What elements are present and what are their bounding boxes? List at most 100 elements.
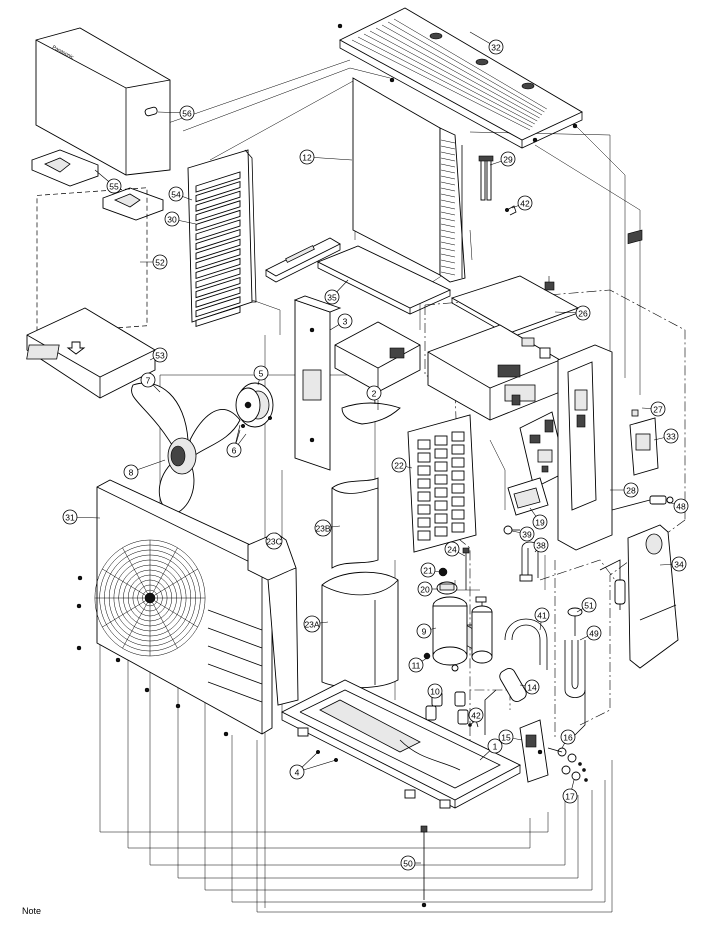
callout-label: 23B <box>315 524 330 534</box>
callout-circle <box>366 385 382 401</box>
callout-5: 5 <box>253 365 269 381</box>
callout-39: 39 <box>519 526 535 542</box>
callout-23A: 23A <box>303 615 321 633</box>
callout-20: 20 <box>417 581 433 597</box>
callout-circle <box>123 464 139 480</box>
callout-1: 1 <box>487 738 503 754</box>
callout-32: 32 <box>488 39 504 55</box>
callout-22: 22 <box>391 457 407 473</box>
callout-label: 53 <box>155 351 165 361</box>
callout-circle <box>289 764 305 780</box>
callout-23C: 23C <box>265 532 283 550</box>
callout-circle <box>420 562 436 578</box>
callout-label: 48 <box>676 502 686 512</box>
callout-2: 2 <box>366 385 382 401</box>
part-22-side-panel <box>407 414 477 553</box>
callout-circle <box>575 305 591 321</box>
bracket-upper <box>265 237 341 283</box>
callout-label: 21 <box>423 566 433 576</box>
callout-circle <box>650 401 666 417</box>
part-bracket-box <box>334 321 421 393</box>
callout-circle <box>168 186 184 202</box>
part-4-screws <box>315 749 339 763</box>
callout-circle <box>324 289 340 305</box>
part-30-side-grille <box>187 149 257 328</box>
callout-label: 54 <box>171 190 181 200</box>
part-19-reactor <box>507 477 549 516</box>
part-23A-insulation <box>321 571 399 689</box>
callout-circle <box>417 581 433 597</box>
part-48-sensor <box>611 495 674 511</box>
callout-circle <box>265 532 283 550</box>
part-32-top-panel <box>337 7 583 149</box>
callout-56: 56 <box>179 105 195 121</box>
callout-circle <box>532 514 548 530</box>
callout-circle <box>517 195 533 211</box>
callout-label: 56 <box>182 109 192 119</box>
callout-49: 49 <box>586 625 602 641</box>
part-31-front-panel <box>76 479 273 737</box>
part-14-accumulator <box>484 668 527 735</box>
callout-29: 29 <box>500 151 516 167</box>
callout-circle <box>179 105 195 121</box>
callout-21: 21 <box>420 562 436 578</box>
part-55-feet <box>31 149 164 221</box>
part-51-fitting <box>567 607 583 636</box>
callout-label: 10 <box>430 687 440 697</box>
callout-circle <box>533 537 549 553</box>
callout-label: 9 <box>422 627 427 637</box>
callout-circle <box>226 442 242 458</box>
callout-label: 42 <box>520 199 530 209</box>
callout-9: 9 <box>416 623 432 639</box>
callout-label: 49 <box>589 629 599 639</box>
callout-circle <box>164 211 180 227</box>
callout-label: 19 <box>535 518 545 528</box>
part-28-side-panel <box>557 344 613 551</box>
callout-50: 50 <box>400 855 416 871</box>
callout-label: 50 <box>403 859 413 869</box>
part-50-rod <box>420 825 428 908</box>
callout-circle <box>337 313 353 329</box>
callout-label: 31 <box>65 513 75 523</box>
callout-3: 3 <box>337 313 353 329</box>
callout-8: 8 <box>123 464 139 480</box>
part-1-base-pan <box>281 679 521 809</box>
callout-label: 35 <box>327 293 337 303</box>
part-29-tube <box>478 155 494 201</box>
callout-19: 19 <box>532 514 548 530</box>
part-53-tray <box>26 307 156 399</box>
callout-54: 54 <box>168 186 184 202</box>
callout-circle <box>140 372 156 388</box>
callout-label: 17 <box>565 792 575 802</box>
callout-label: 30 <box>167 215 177 225</box>
part-33-cover <box>629 417 659 476</box>
callout-27: 27 <box>650 401 666 417</box>
callout-circle <box>468 707 484 723</box>
callout-circle <box>663 428 679 444</box>
part-56-cover: Panasonic <box>35 27 171 176</box>
callout-31: 31 <box>62 509 78 525</box>
callout-label: 24 <box>447 545 457 555</box>
part-2-plate <box>341 400 401 425</box>
callout-28: 28 <box>623 482 639 498</box>
part-7-propeller-fan <box>131 382 241 516</box>
callout-11: 11 <box>408 657 424 673</box>
callout-label: 1 <box>493 742 498 752</box>
callout-circle <box>519 526 535 542</box>
callout-52: 52 <box>152 254 168 270</box>
callout-circle <box>488 39 504 55</box>
callout-17: 17 <box>562 788 578 804</box>
note-label: Note <box>22 906 42 916</box>
part-3-motor-bracket <box>293 295 342 471</box>
part-12-heat-exchanger <box>352 77 466 283</box>
callout-label: 20 <box>420 585 430 595</box>
callout-23B: 23B <box>314 519 332 537</box>
part-pcb <box>519 411 567 489</box>
part-16-valve <box>547 747 577 763</box>
callout-label: 12 <box>302 153 312 163</box>
part-49-pipe <box>564 640 586 736</box>
callout-label: 55 <box>109 182 119 192</box>
callout-circle <box>586 625 602 641</box>
